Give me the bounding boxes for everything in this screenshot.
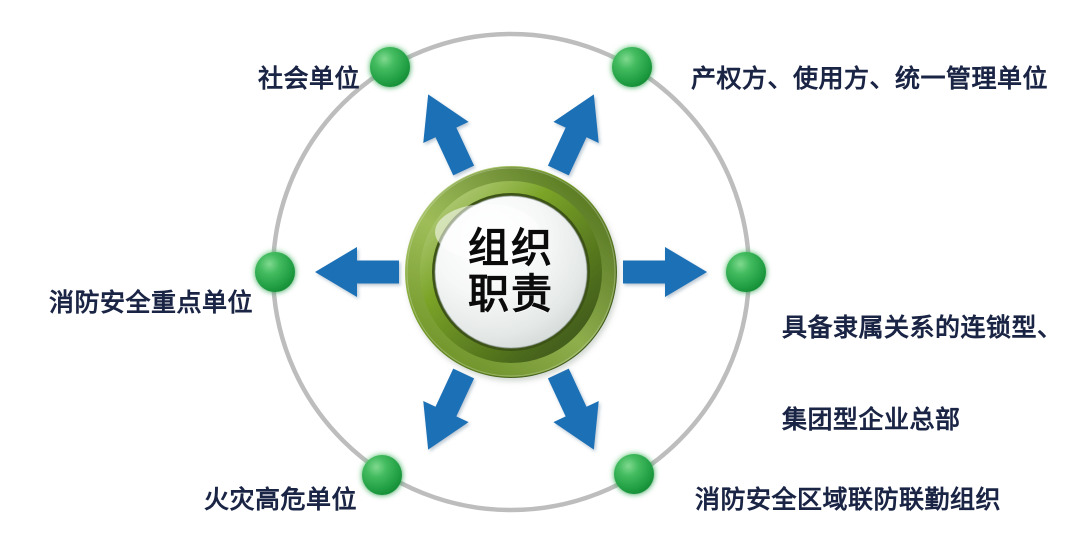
arrow-top-right xyxy=(547,94,599,176)
radial-arrows xyxy=(315,94,707,450)
node-label-social-unit[interactable]: 社会单位 xyxy=(0,34,360,126)
node-label-text: 消防安全重点单位 xyxy=(48,289,253,317)
arrow-right xyxy=(623,247,707,297)
node-sphere-top-right[interactable] xyxy=(612,47,652,87)
arrow-bottom-right xyxy=(547,368,599,450)
center-label: 组织 职责 xyxy=(431,204,591,340)
node-label-text-line2: 集团型企业总部 xyxy=(782,406,961,434)
node-sphere-top-left[interactable] xyxy=(370,47,410,87)
center-hub xyxy=(405,166,617,378)
node-label-text: 产权方、使用方、统一管理单位 xyxy=(691,65,1049,93)
node-sphere-group xyxy=(255,47,766,495)
node-label-text-line1: 具备隶属关系的连锁型、 xyxy=(782,315,1063,342)
node-label-chain-group-hq[interactable]: 具备隶属关系的连锁型、 集团型企业总部 xyxy=(782,253,1080,497)
node-sphere-bottom-left[interactable] xyxy=(362,455,402,495)
arrow-left xyxy=(315,247,399,297)
node-label-text: 火灾高危单位 xyxy=(203,486,357,514)
node-sphere-right[interactable] xyxy=(726,252,766,292)
arrow-bottom-left xyxy=(423,368,475,450)
node-sphere-left[interactable] xyxy=(255,252,295,292)
node-sphere-bottom-right[interactable] xyxy=(614,454,654,494)
center-label-line2: 职责 xyxy=(468,271,554,317)
node-label-text: 社会单位 xyxy=(257,65,360,93)
node-label-property-user-management[interactable]: 产权方、使用方、统一管理单位 xyxy=(664,34,1080,126)
arrow-top-left xyxy=(423,94,475,176)
center-label-line1: 组织 xyxy=(468,225,554,272)
node-label-regional-joint-defense[interactable]: 消防安全区域联防联勤组织 xyxy=(668,455,1068,547)
node-label-fire-safety-key-unit[interactable]: 消防安全重点单位 xyxy=(0,258,253,350)
node-label-text: 消防安全区域联防联勤组织 xyxy=(695,486,1002,514)
node-label-high-fire-risk-unit[interactable]: 火灾高危单位 xyxy=(0,455,357,547)
